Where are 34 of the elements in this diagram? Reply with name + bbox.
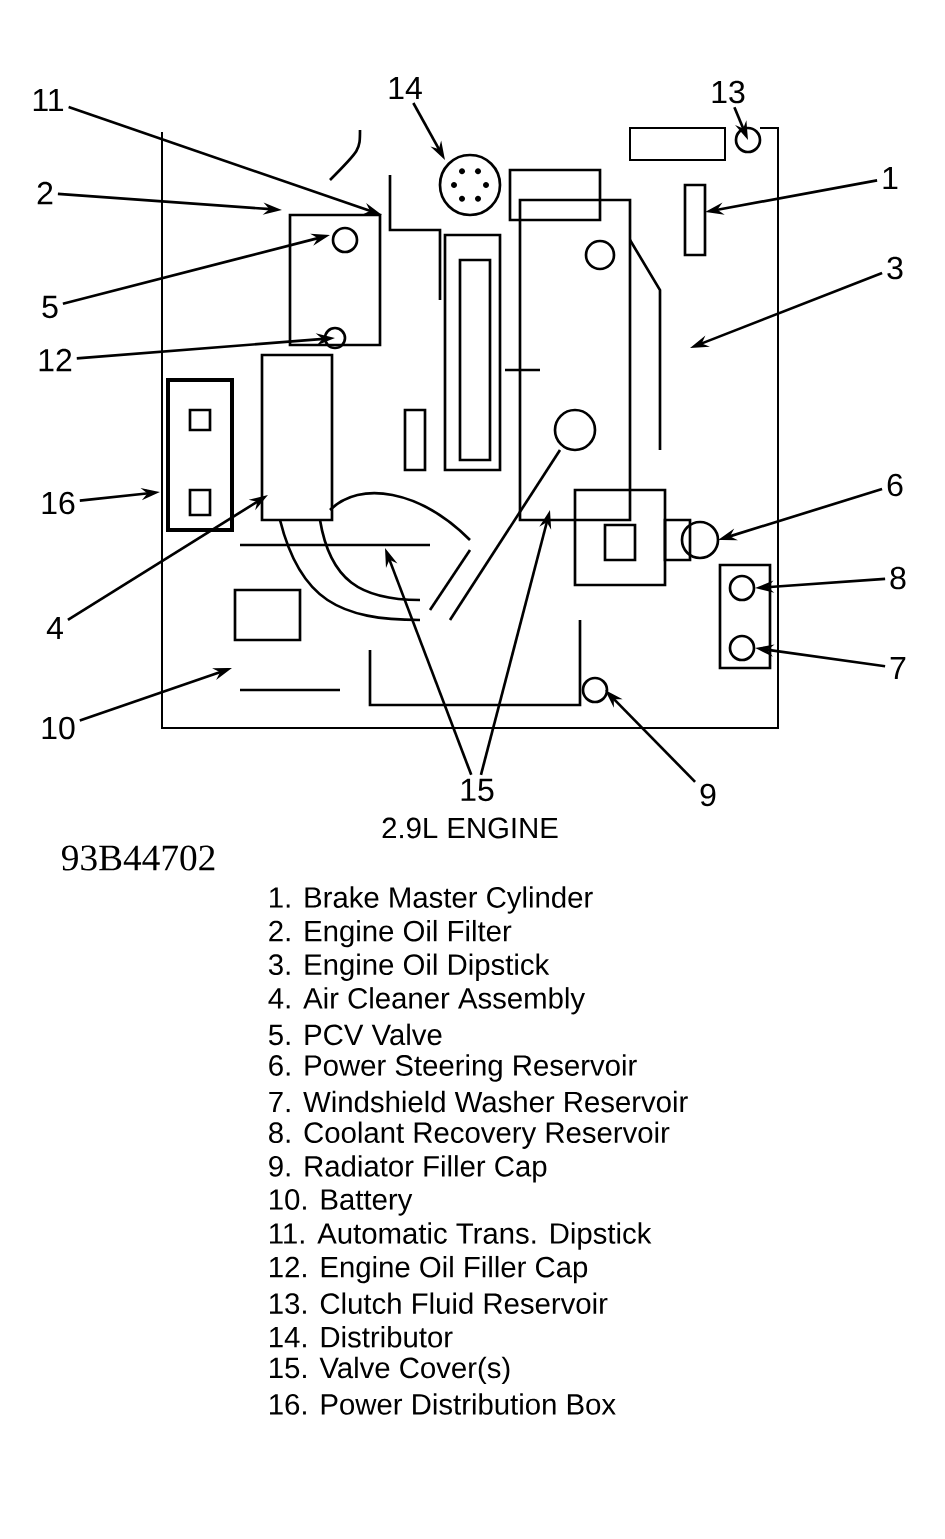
callout-number: 2 <box>37 181 53 205</box>
callout-number: 5 <box>42 295 58 319</box>
legend-item: 4. Air Cleaner Assembly <box>268 987 585 1015</box>
callout-number: 10 <box>42 716 75 740</box>
callout-number: 9 <box>700 783 716 807</box>
legend-item: 12. Engine Oil Filler Cap <box>270 1255 588 1284</box>
legend-item: 11. Automatic Trans. Dipstick <box>270 1222 652 1250</box>
callout-number: 16 <box>42 491 75 515</box>
callout-number: 15 <box>461 778 494 802</box>
legend-item: 9. Radiator Filler Cap <box>269 1155 547 1183</box>
legend-item: 2. Engine Oil Filter <box>269 919 512 948</box>
callout-number: 12 <box>39 348 72 372</box>
legend-item: 1. Brake Master Cylinder <box>270 886 593 914</box>
legend-item: 13. Clutch Fluid Reservoir <box>270 1292 608 1314</box>
figure-code: 93B44702 <box>62 845 215 871</box>
legend-item: 10. Battery <box>270 1189 413 1216</box>
callout-number: 13 <box>712 80 745 104</box>
callout-number: 1 <box>883 167 898 189</box>
callout-number: 14 <box>389 77 422 99</box>
callout-number: 7 <box>890 657 906 679</box>
callout-number: 8 <box>890 566 906 590</box>
legend-item: 6. Power Steering Reservoir <box>269 1054 637 1082</box>
legend-item: 7. Windshield Washer Reservoir <box>269 1090 688 1113</box>
legend-item: 3. Engine Oil Dipstick <box>268 953 550 981</box>
legend-item: 8. Coolant Recovery Reservoir <box>269 1121 670 1149</box>
legend-item: 5. PCV Valve <box>268 1023 442 1046</box>
caption-text: 2.9L ENGINE <box>382 817 558 839</box>
legend-item: 16. Power Distribution Box <box>270 1393 616 1415</box>
callout-number: 4 <box>46 617 63 639</box>
callout-number: 3 <box>887 256 903 280</box>
legend-item: 15. Valve Cover(s) <box>270 1356 510 1385</box>
legend-item: 14. Distributor <box>270 1326 453 1348</box>
callout-number: 11 <box>33 89 64 111</box>
callout-number: 6 <box>887 473 903 497</box>
